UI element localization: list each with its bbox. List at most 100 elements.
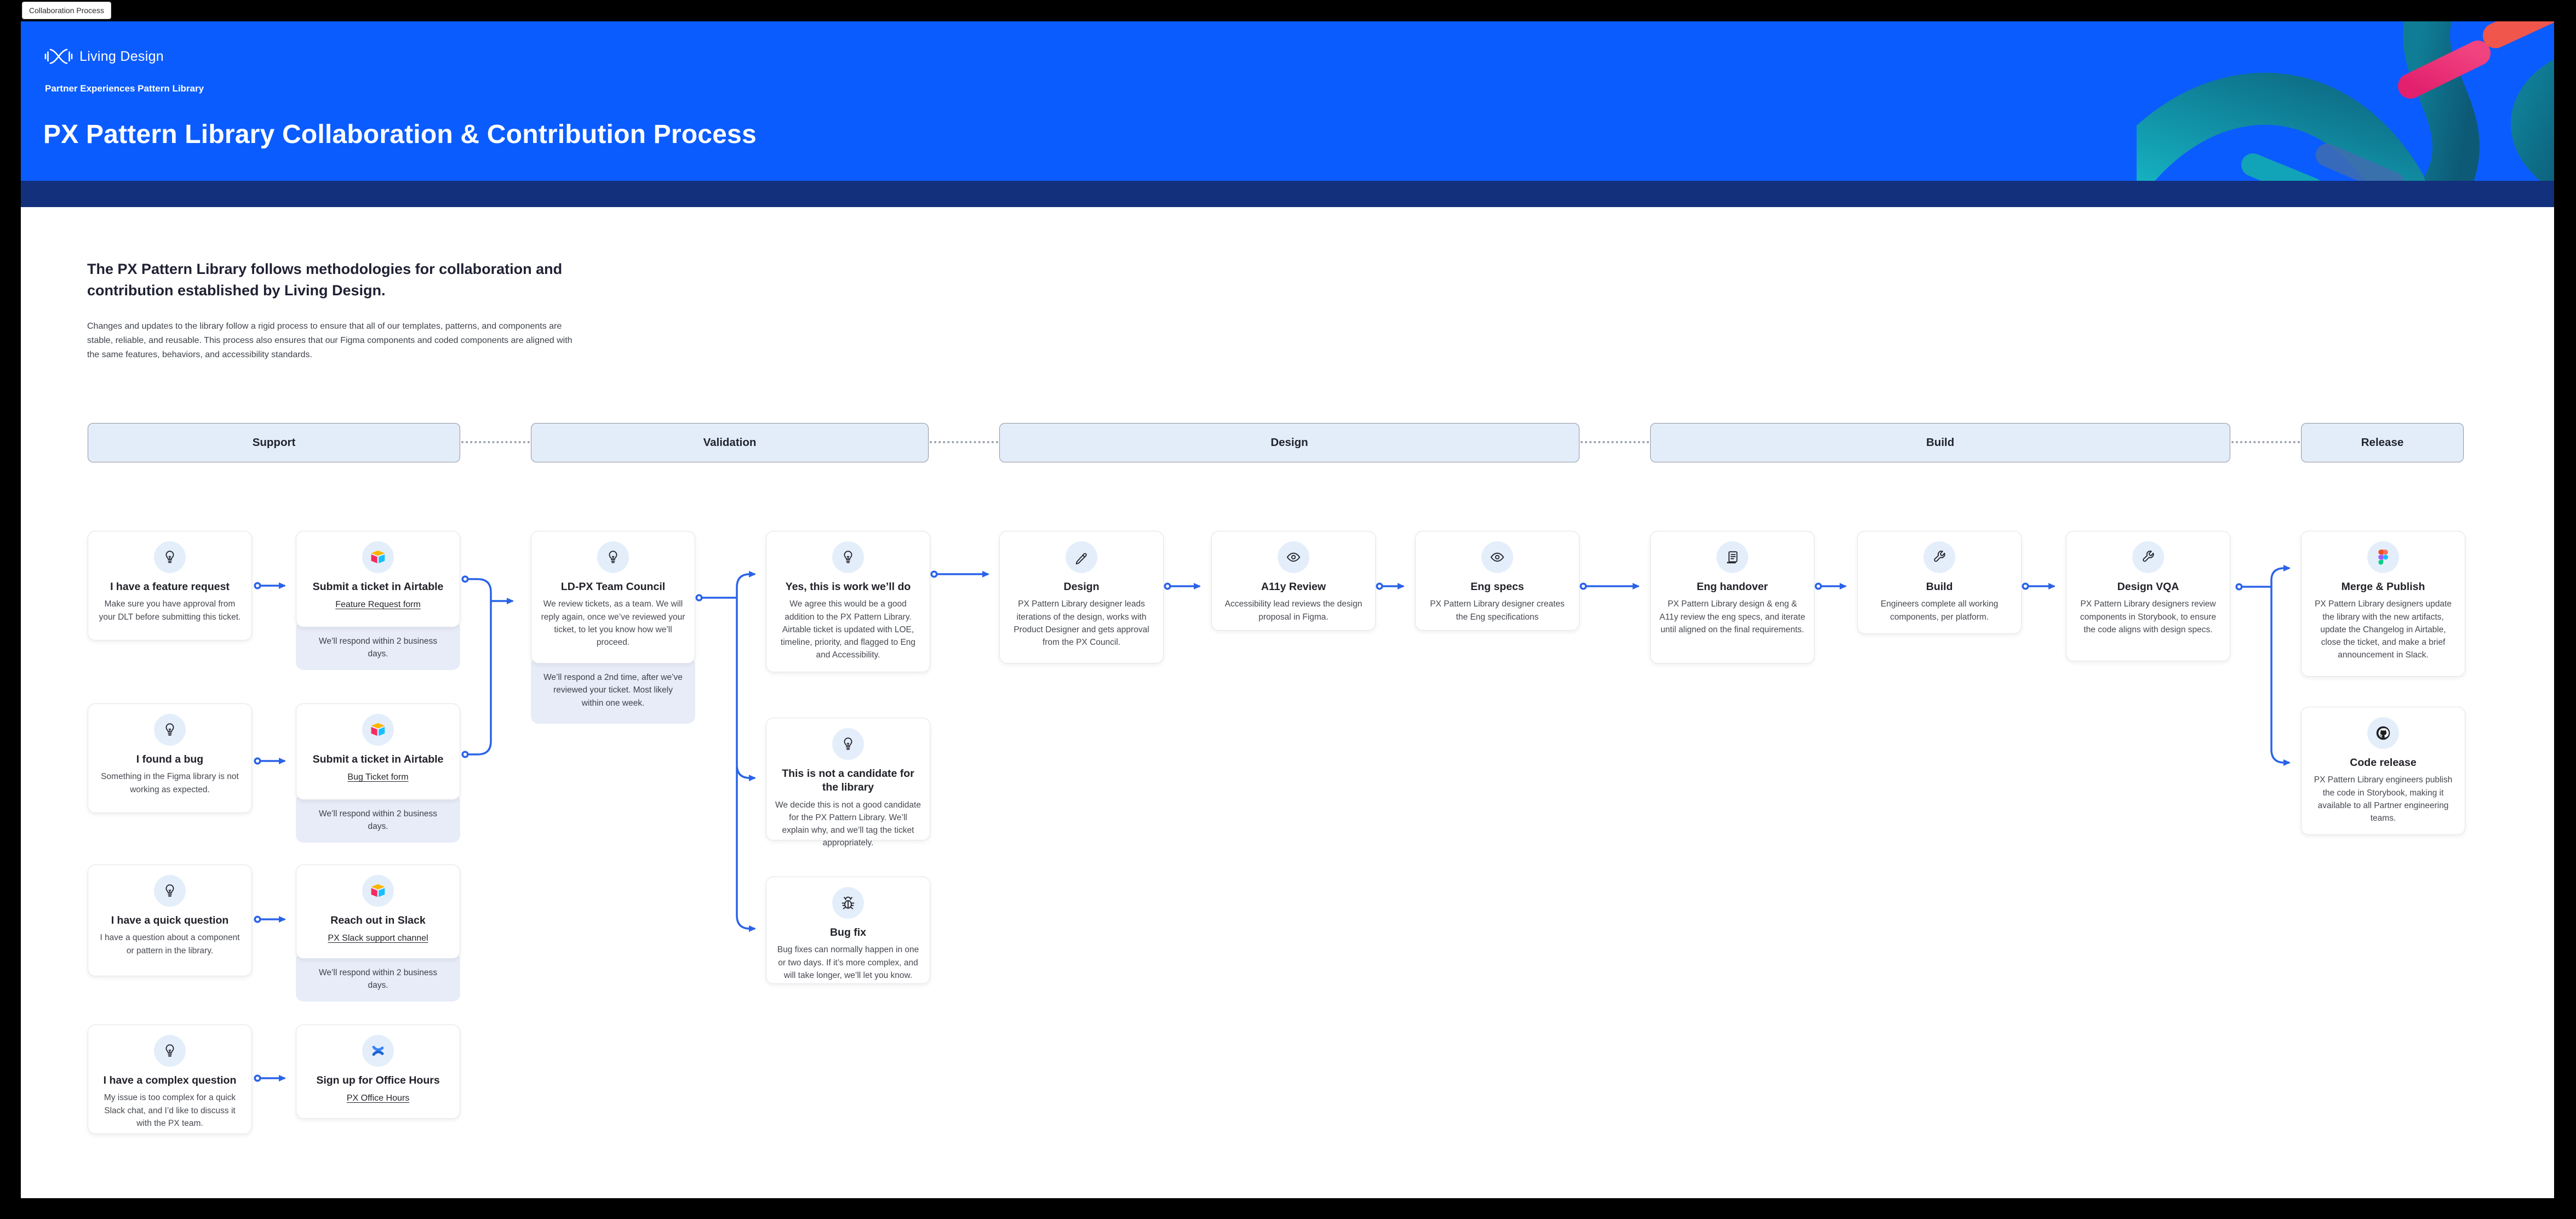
card-build: Build Engineers complete all working com… (1857, 531, 2022, 634)
response-time-note: We’ll respond a 2nd time, after we’ve re… (531, 657, 695, 724)
card-body: We agree this would be a good addition t… (780, 599, 916, 660)
card-title: Submit a ticket in Airtable (312, 753, 444, 765)
card-office-hours: Sign up for Office Hours PX Office Hours (296, 1025, 460, 1119)
card-title: I found a bug (136, 753, 204, 765)
brand-logo: Living Design (44, 48, 164, 65)
lightbulb-icon (154, 541, 186, 573)
feature-request-form-link[interactable]: Feature Request form (335, 600, 421, 610)
page-title: PX Pattern Library Collaboration & Contr… (43, 120, 757, 149)
card-title: Merge & Publish (2341, 581, 2425, 593)
card-title: Submit a ticket in Airtable (312, 581, 444, 593)
bug-ticket-form-link[interactable]: Bug Ticket form (347, 772, 409, 782)
card-not-candidate: This is not a candidate for the library … (766, 718, 930, 848)
spec-document-icon (1716, 541, 1748, 573)
card-title: Sign up for Office Hours (316, 1074, 440, 1086)
card-body: PX Pattern Library design & eng & A11y r… (1659, 599, 1805, 634)
card-design: Design PX Pattern Library designer leads… (999, 531, 1164, 663)
column-header-design: Design (999, 423, 1579, 462)
card-body: I have a question about a component or p… (100, 933, 240, 955)
wrench-icon (2132, 541, 2164, 573)
header-accent-strip (21, 181, 2554, 207)
airtable-icon (362, 875, 394, 907)
living-design-logo-icon (44, 49, 73, 64)
card-body: PX Pattern Library designers review comp… (2080, 599, 2217, 634)
card-body: PX Pattern Library engineers publish the… (2314, 775, 2453, 823)
card-title: This is not a candidate for the library (782, 768, 914, 794)
card-body: PX Pattern Library designers update the … (2315, 599, 2452, 660)
card-complex-question: I have a complex question My issue is to… (88, 1025, 252, 1134)
eye-icon (1481, 541, 1513, 573)
card-body: Something in the Figma library is not wo… (101, 772, 239, 794)
card-feature-request: I have a feature request Make sure you h… (88, 531, 252, 640)
card-body: We decide this is not a good candidate f… (775, 800, 921, 848)
card-submit-ticket-feature: Submit a ticket in Airtable Feature Requ… (296, 531, 460, 627)
card-title: I have a complex question (103, 1074, 237, 1086)
card-title: Eng specs (1470, 581, 1524, 593)
column-header-validation: Validation (531, 423, 929, 462)
office-hours-link[interactable]: PX Office Hours (346, 1094, 410, 1103)
card-title: Yes, this is work we’ll do (785, 581, 911, 593)
card-team-council: LD-PX Team Council We review tickets, as… (531, 531, 695, 663)
card-body: My issue is too complex for a quick Slac… (104, 1093, 236, 1128)
card-code-release: Code release PX Pattern Library engineer… (2301, 707, 2465, 835)
breadcrumb: Partner Experiences Pattern Library (45, 83, 204, 94)
column-header-build: Build (1650, 423, 2230, 462)
column-header-release: Release (2301, 423, 2464, 462)
header-dotted-connector (461, 441, 530, 443)
card-body: Make sure you have approval from your DL… (99, 599, 241, 622)
card-bug-fix: Bug fix Bug fixes can normally happen in… (766, 877, 930, 984)
lightbulb-icon (154, 875, 186, 907)
lightbulb-icon (597, 541, 629, 573)
lightbulb-icon (832, 728, 864, 760)
pencil-icon (1066, 541, 1097, 573)
column-header-support: Support (88, 423, 460, 462)
card-title: Bug fix (829, 926, 867, 938)
eye-icon (1278, 541, 1309, 573)
window-tab-label: Collaboration Process (29, 6, 104, 15)
card-quick-question: I have a quick question I have a questio… (88, 865, 252, 976)
response-time-note: We’ll respond within 2 business days. (296, 952, 460, 1001)
card-body: Engineers complete all working component… (1880, 599, 1999, 622)
figma-icon (2367, 541, 2399, 573)
airtable-icon (362, 714, 394, 746)
bug-icon (832, 887, 864, 919)
card-title: I have a feature request (110, 581, 230, 593)
card-merge-publish: Merge & Publish PX Pattern Library desig… (2301, 531, 2465, 677)
wrench-icon (1924, 541, 1955, 573)
card-eng-handover: Eng handover PX Pattern Library design &… (1650, 531, 1814, 663)
intro-heading: The PX Pattern Library follows methodolo… (87, 261, 563, 299)
slack-support-channel-link[interactable]: PX Slack support channel (328, 934, 428, 943)
card-body: Bug fixes can normally happen in one or … (777, 945, 919, 980)
card-title: Eng handover (1696, 581, 1768, 593)
card-title: Build (1926, 581, 1953, 593)
card-submit-ticket-bug: Submit a ticket in Airtable Bug Ticket f… (296, 703, 460, 800)
card-found-bug: I found a bug Something in the Figma lib… (88, 703, 252, 813)
card-title: Reach out in Slack (330, 914, 426, 926)
header-dotted-connector (2231, 441, 2300, 443)
lightbulb-icon (154, 714, 186, 746)
lightbulb-icon (154, 1035, 186, 1067)
living-design-logo-text: Living Design (79, 48, 164, 64)
card-title: LD-PX Team Council (560, 581, 666, 593)
card-design-vqa: Design VQA PX Pattern Library designers … (2066, 531, 2230, 661)
github-icon (2367, 717, 2399, 749)
card-eng-specs: Eng specs PX Pattern Library designer cr… (1415, 531, 1579, 631)
intro-paragraph: Changes and updates to the library follo… (87, 322, 573, 359)
card-title: I have a quick question (111, 914, 229, 926)
header-dotted-connector (930, 441, 998, 443)
hero-header (21, 21, 2554, 181)
card-body: PX Pattern Library designer creates the … (1430, 599, 1565, 622)
window-tab[interactable]: Collaboration Process (22, 2, 111, 19)
dna-helix-illustration (2137, 21, 2554, 181)
airtable-icon (362, 541, 394, 573)
header-dotted-connector (1581, 441, 1649, 443)
response-time-note: We’ll respond within 2 business days. (296, 793, 460, 843)
office-hours-icon (362, 1035, 394, 1067)
card-body: PX Pattern Library designer leads iterat… (1014, 599, 1149, 648)
response-time-note: We’ll respond within 2 business days. (296, 621, 460, 670)
card-title: Code release (2350, 757, 2417, 769)
card-a11y-review: A11y Review Accessibility lead reviews t… (1211, 531, 1376, 631)
card-reach-out-slack: Reach out in Slack PX Slack support chan… (296, 865, 460, 959)
card-body: We review tickets, as a team. We will re… (541, 599, 685, 648)
